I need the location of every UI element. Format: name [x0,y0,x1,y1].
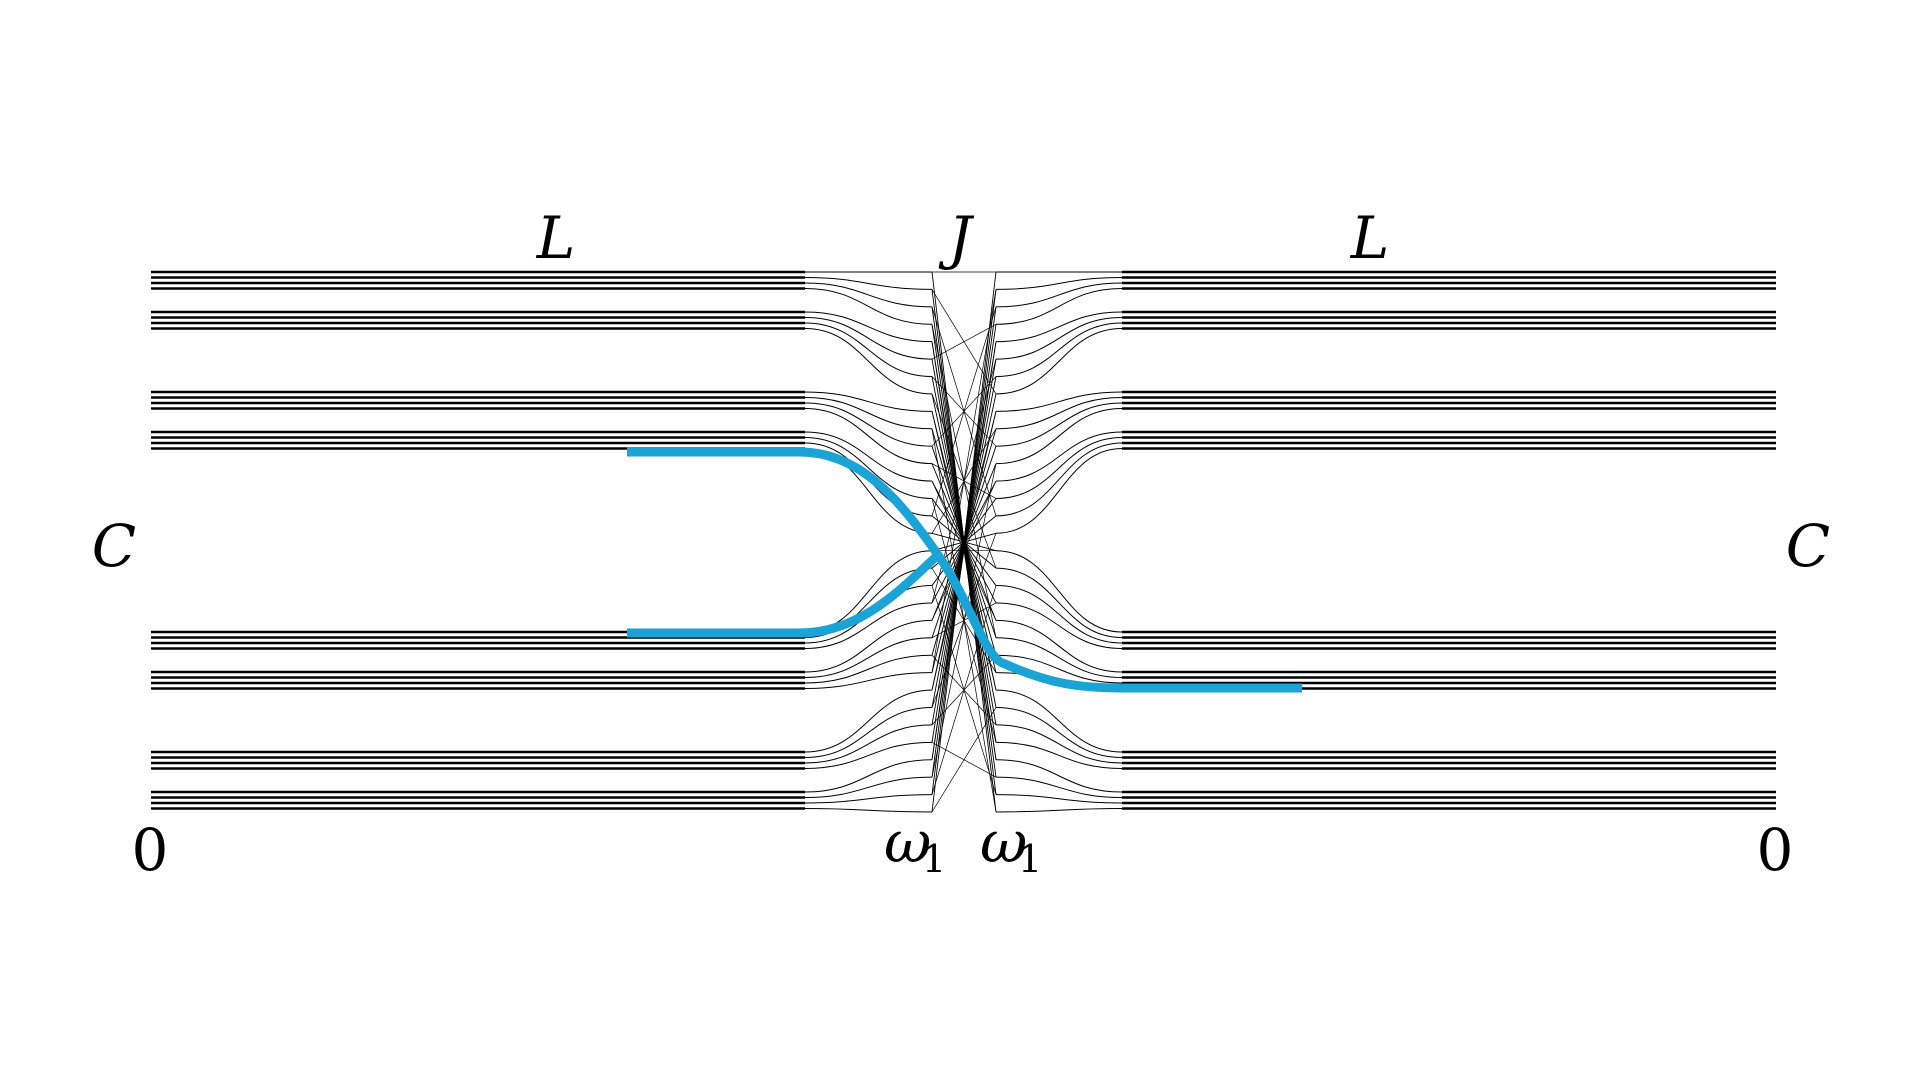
left-fan-strand [804,808,933,813]
strand-lines [151,270,1776,813]
left-fan-strand [804,619,933,673]
right-fan-strand [995,282,1123,308]
left-fan-strand [804,654,933,684]
omega-right-index: 1 [1018,837,1042,881]
right-fan-strand [995,431,1123,482]
left-segment-label: L [536,204,576,272]
right-fan-strand [995,794,1123,804]
junction-label: J [938,204,974,272]
right-fan-strand [995,277,1123,290]
omega-left-symbol: ω [884,808,931,876]
highlighted-path [627,447,1302,693]
omega-left-label: ω 1 [884,808,946,881]
right-fan-strand [995,317,1123,360]
omega-right-label: ω 1 [980,808,1042,881]
left-fan-strand [804,397,933,430]
left-fan-strand [804,794,933,804]
left-fan-strand [804,741,933,769]
left-origin-label: 0 [132,816,169,884]
right-fan-strand [995,442,1123,517]
left-end-label: C [92,512,136,580]
junction-crossing [931,707,997,813]
left-fan-strand [804,328,933,395]
left-fan-strand [804,602,933,649]
right-fan-strand [995,397,1123,430]
left-fan-strand [804,391,933,412]
left-fan-strand [804,724,933,764]
right-fan-strand [995,448,1123,534]
left-fan-strand [804,550,933,633]
junction-crossing [931,306,997,516]
right-fan-strand [995,311,1123,343]
right-fan-strand [995,585,1123,644]
highlight-joining-branch [627,551,942,638]
left-fan-strand [804,431,933,482]
junction-crossing [931,289,997,673]
right-fan-strand [995,776,1123,798]
right-fan-strand [995,328,1123,395]
right-fan-strand [995,724,1123,764]
left-fan-strand [804,408,933,465]
left-fan-strand [804,672,933,689]
left-fan-strand [804,282,933,308]
left-fan-strand [804,637,933,678]
left-fan-strand [804,317,933,360]
right-fan-strand [995,759,1123,793]
left-fan-strand [804,311,933,343]
right-fan-strand [995,602,1123,649]
right-fan-strand [995,619,1123,673]
left-fan-strand [804,402,933,447]
left-fan-strand [804,288,933,325]
junction-crossing [931,323,997,360]
right-fan-strand [995,689,1123,753]
right-fan-strand [995,391,1123,412]
left-fan-strand [804,706,933,758]
left-fan-strand [804,759,933,793]
junction-crossing [931,271,997,813]
right-fan-strand [995,808,1123,813]
right-end-label: C [1786,512,1830,580]
right-origin-label: 0 [1757,816,1794,884]
left-fan-strand [804,776,933,798]
right-fan-strand [995,437,1123,499]
left-fan-strand [804,322,933,378]
right-fan-strand [995,567,1123,638]
right-fan-strand [995,322,1123,378]
highlight-main-branch [627,447,1302,693]
left-fan-strand [804,277,933,290]
right-fan-strand [995,288,1123,325]
right-fan-strand [995,408,1123,465]
junction-crossing [931,585,997,795]
left-fan-strand [804,437,933,499]
right-fan-strand [995,741,1123,769]
right-fan-strand [995,637,1123,678]
right-fan-strand [995,654,1123,684]
left-fan-strand [804,689,933,753]
omega-right-symbol: ω [980,808,1027,876]
right-fan-strand [995,550,1123,633]
right-segment-label: L [1350,204,1390,272]
junction-crossing [931,341,997,760]
omega-left-index: 1 [922,837,946,881]
right-fan-strand [995,402,1123,447]
right-fan-strand [995,706,1123,758]
